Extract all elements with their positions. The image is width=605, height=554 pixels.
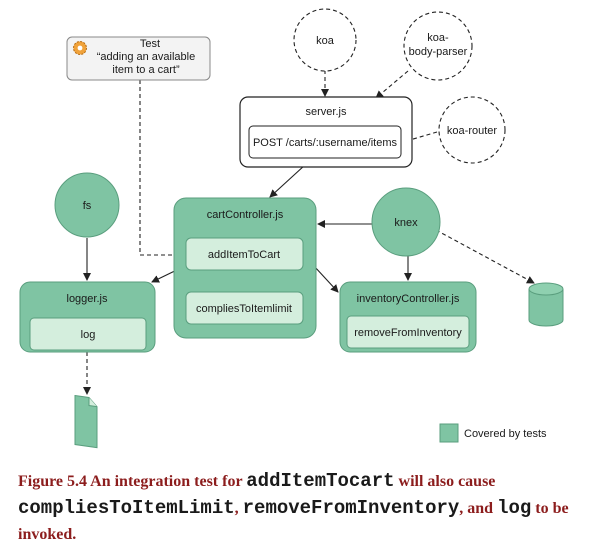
logger-title: logger.js (67, 293, 108, 305)
node-fs-label: fs (83, 200, 92, 212)
arrow-test-additem (139, 80, 186, 259)
node-fs: fs (54, 172, 120, 238)
cart-controller-title: cartController.js (207, 209, 284, 221)
architecture-diagram: Test “adding an available item to a cart… (19, 8, 564, 449)
legend-label: Covered by tests (464, 428, 547, 440)
caption-part3: , (234, 500, 243, 517)
caption-code-additem: addItemTocart (246, 470, 395, 492)
caption-code-complies: compliesToItemLimit (18, 497, 235, 519)
caption-code-log: log (497, 497, 532, 519)
complies-label: compliesToItemlimit (196, 303, 292, 315)
add-item-box (185, 237, 304, 271)
inventory-controller-box: inventoryController.js removeFromInvento… (339, 281, 477, 353)
node-body-parser-line1: koa- (427, 32, 449, 44)
remove-inventory-label: removeFromInventory (354, 327, 462, 339)
caption-code-remove: removeFromInventory (242, 497, 460, 519)
legend: Covered by tests (439, 423, 547, 443)
add-item-label: addItemToCart (208, 249, 280, 261)
arrow-knex-database (435, 229, 535, 284)
node-body-parser-line2: body-parser (409, 46, 468, 58)
arrow-server-cartcontroller (269, 164, 306, 198)
test-description-line2: item to a cart” (112, 64, 180, 76)
caption-part5: to be invoked. (18, 500, 569, 543)
test-box: Test “adding an available item to a cart… (66, 36, 211, 81)
file-icon (74, 394, 98, 449)
test-title: Test (140, 38, 160, 50)
node-koa-router-label: koa-router (447, 125, 497, 137)
log-box (29, 317, 147, 351)
node-koa-body-parser: koa- body-parser (403, 11, 473, 81)
node-knex: knex (371, 187, 441, 257)
legend-swatch (439, 423, 459, 443)
complies-box (185, 291, 304, 325)
cart-controller-box: cartController.js addItemToCart complies… (173, 197, 317, 339)
server-route: POST /carts/:username/items (253, 137, 398, 149)
server-box: server.js POST /carts/:username/items (239, 96, 413, 168)
inventory-controller-title: inventoryController.js (357, 293, 460, 305)
logger-box: logger.js log (19, 281, 156, 353)
remove-inventory-box (346, 315, 470, 349)
node-koa-router: koa-router (438, 96, 506, 164)
figure-caption: Figure 5.4 An integration test for addIt… (18, 468, 588, 548)
test-description-line1: “adding an available (97, 51, 195, 63)
database-icon (528, 282, 564, 327)
server-route-box (248, 125, 402, 159)
caption-part1: Figure 5.4 An integration test for (18, 473, 247, 490)
caption-part2: will also cause (394, 473, 496, 490)
node-koa: koa (293, 8, 357, 72)
caption-part4: , and (459, 500, 498, 517)
node-knex-label: knex (394, 217, 418, 229)
arrow-bodyparser-server (375, 70, 409, 99)
log-label: log (81, 329, 96, 341)
gear-icon (73, 41, 87, 55)
node-koa-label: koa (316, 35, 335, 47)
server-title: server.js (306, 106, 347, 118)
